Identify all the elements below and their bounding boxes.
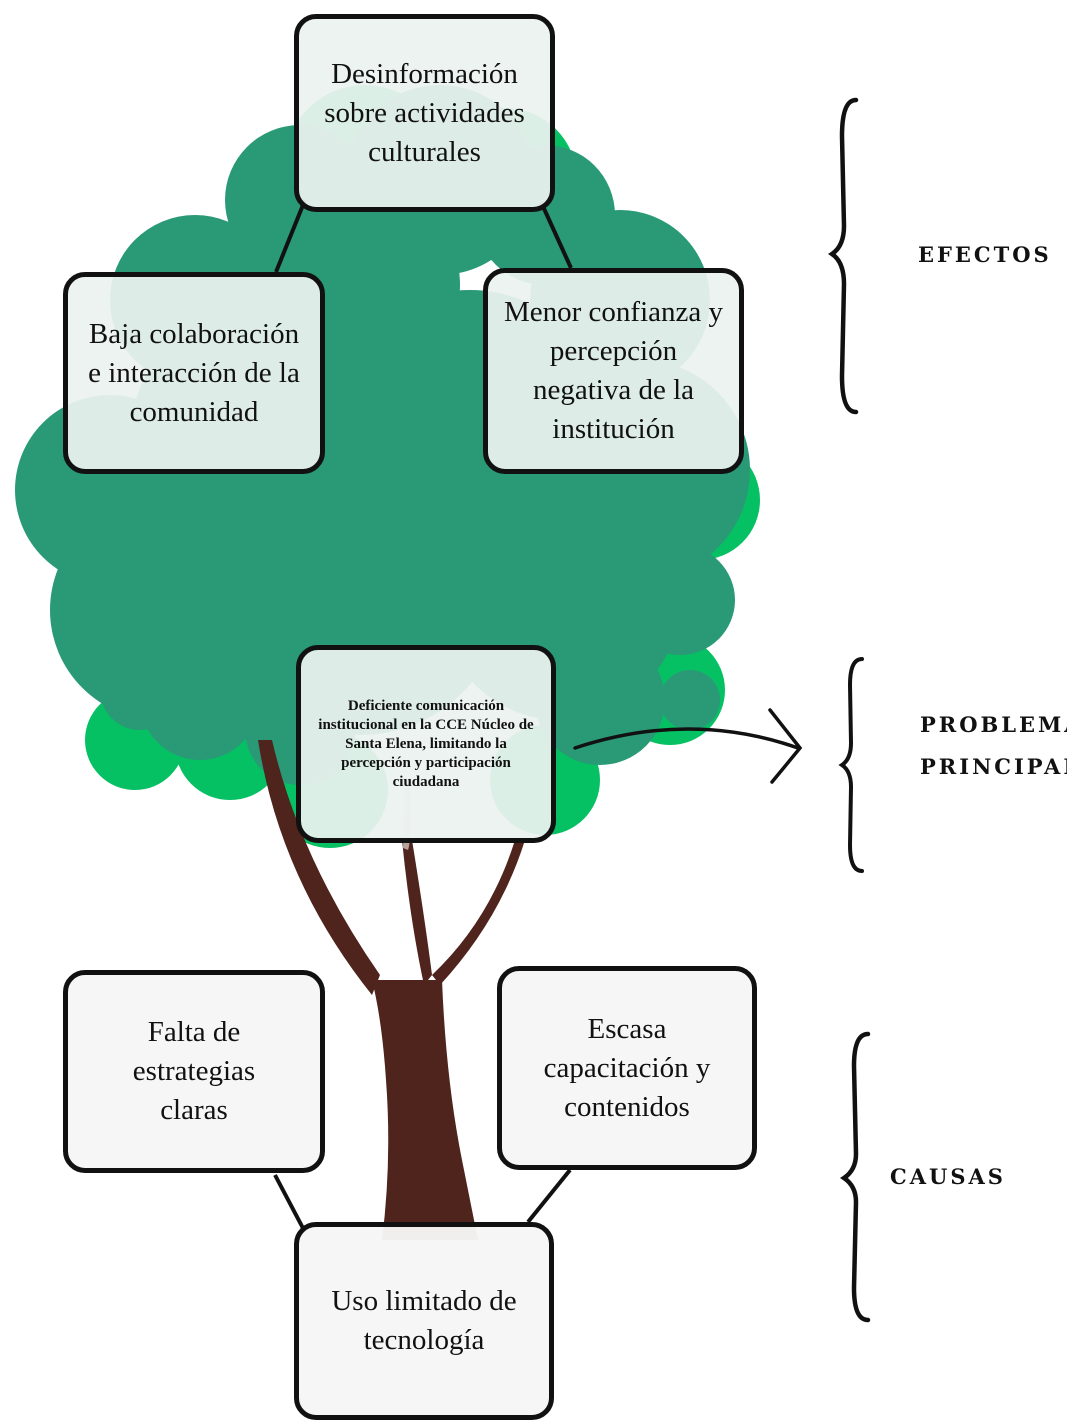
causes-brace <box>840 1031 871 1323</box>
effect-text-top: Desinformación sobre actividades cultura… <box>324 57 525 168</box>
tree-trunk <box>258 740 525 1240</box>
effect-box-top: Desinformación sobre actividades cultura… <box>294 14 555 212</box>
causes-label: CAUSAS <box>890 1164 1006 1189</box>
effects-label: EFECTOS <box>918 242 1052 267</box>
cause-box-left: Falta de estrategias claras <box>63 970 325 1173</box>
problem-label-line1: PROBLEMA <box>920 712 1067 737</box>
cause-box-right: Escasa capacitación y contenidos <box>497 966 757 1170</box>
effect-box-right: Menor confianza y percepción negativa de… <box>483 268 744 474</box>
cause-text-bottom: Uso limitado de tecnología <box>331 1285 517 1356</box>
problem-box: Deficiente comunicación institucional en… <box>296 645 556 843</box>
problem-arrow <box>573 708 803 784</box>
problem-text: Deficiente comunicación institucional en… <box>318 697 534 790</box>
effect-box-left: Baja colaboración e interacción de la co… <box>63 272 325 474</box>
problem-label-line2: PRINCIPAL <box>920 754 1067 779</box>
cause-text-right: Escasa capacitación y contenidos <box>543 1012 711 1123</box>
cause-text-left: Falta de estrategias claras <box>132 1016 256 1126</box>
problem-brace <box>838 657 864 873</box>
cause-box-bottom: Uso limitado de tecnología <box>294 1222 554 1420</box>
connector-lines <box>273 199 573 1233</box>
effect-text-right: Menor confianza y percepción negativa de… <box>503 296 723 445</box>
effects-brace <box>828 97 859 415</box>
effect-text-left: Baja colaboración e interacción de la co… <box>88 317 300 428</box>
